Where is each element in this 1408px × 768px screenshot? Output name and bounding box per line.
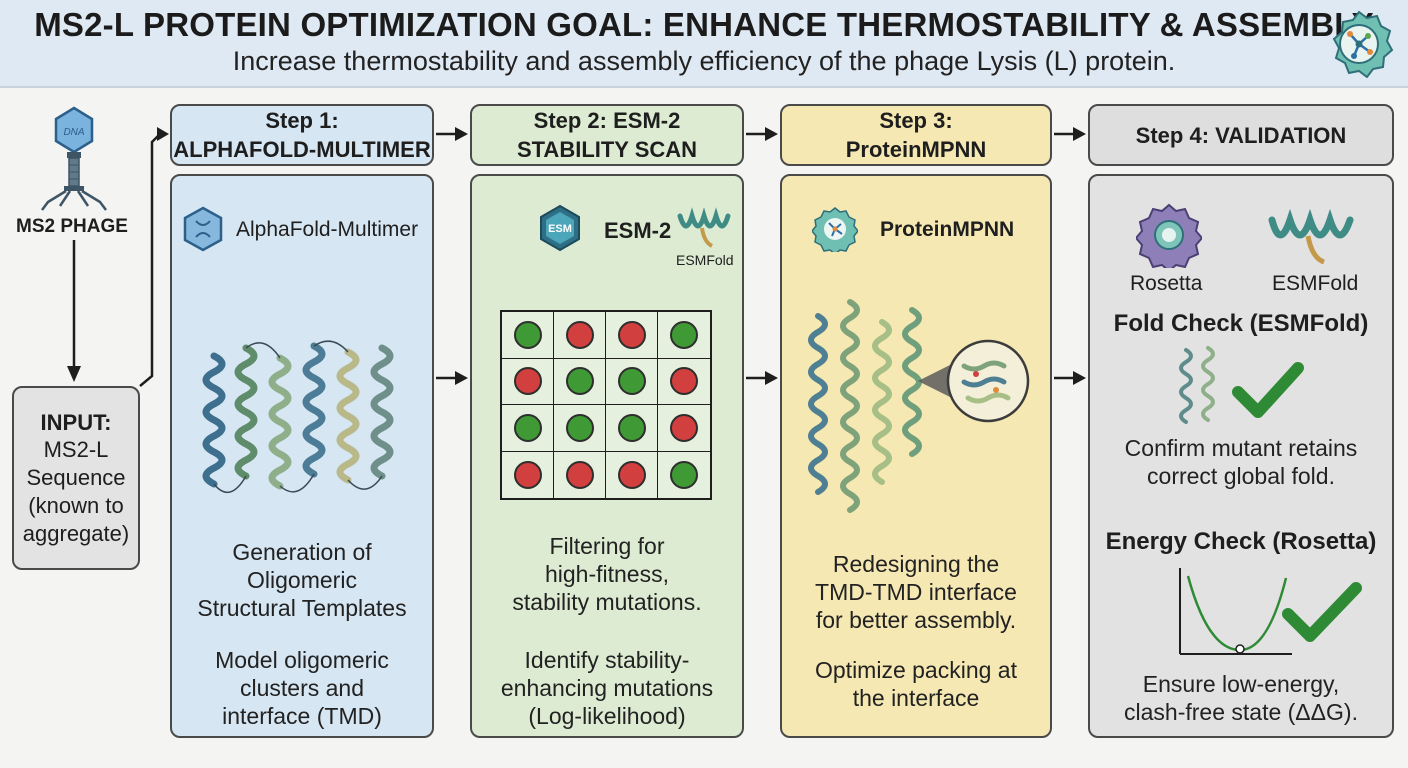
input-to-step1-arrow: [139, 133, 161, 387]
step1-description: Generation of Oligomeric Structural Temp…: [197, 539, 407, 621]
esm-badge-icon: ESM: [540, 204, 580, 252]
header-bar: MS2-L PROTEIN OPTIMIZATION GOAL: ENHANCE…: [0, 0, 1408, 88]
page-title: MS2-L PROTEIN OPTIMIZATION GOAL: ENHANCE…: [34, 6, 1374, 43]
step3-heading-text: Step 3: ProteinMPNN: [845, 108, 987, 162]
step3-heading: Step 3: ProteinMPNN: [780, 104, 1052, 166]
grid-dot-15: [617, 460, 646, 489]
esm-badge-text: ESM: [548, 223, 572, 235]
step4-heading-text: Step 4: VALIDATION: [1135, 122, 1347, 148]
grid-cell-10: [554, 405, 606, 452]
step3-panel: ProteinMPNN Redesigning the TMD-TMD inte…: [780, 174, 1052, 738]
step1-detail: Model oligomeric clusters and interface …: [215, 647, 389, 729]
fold-check-description: Confirm mutant retains correct global fo…: [1124, 435, 1358, 489]
grid-dot-4: [670, 320, 698, 349]
step1-panel: AlphaFold-Multimer Generation of Oligome…: [170, 174, 434, 738]
grid-cell-11: [606, 405, 658, 452]
fold-check-checkmark-icon: [1232, 362, 1304, 418]
step3-detail: Optimize packing at the interface: [815, 657, 1017, 711]
step2-heading-text: Step 2: ESM-2 STABILITY SCAN: [516, 108, 698, 162]
step4-heading: Step 4: VALIDATION: [1088, 104, 1394, 166]
phage-to-input-arrow: [67, 240, 81, 382]
esmfold-helix-icon-2: [1268, 208, 1354, 265]
step2-tool-label: ESM-2: [604, 218, 672, 243]
alphafold-hex-icon: [183, 206, 223, 252]
input-title: INPUT:: [40, 410, 112, 435]
grid-dot-13: [513, 460, 542, 489]
step2-heading: Step 2: ESM-2 STABILITY SCAN: [470, 104, 744, 166]
step3-description: Redesigning the TMD-TMD interface for be…: [815, 551, 1017, 633]
grid-dot-10: [565, 413, 594, 442]
phage-label: MS2 PHAGE: [16, 216, 128, 237]
step4-tool-rosetta: Rosetta: [1130, 272, 1203, 295]
rosetta-gear-icon: [1136, 203, 1202, 268]
grid-cell-15: [606, 451, 658, 498]
oligomer-helix-bundle-icon: [202, 340, 394, 493]
energy-check-checkmark-icon: [1282, 582, 1362, 642]
grid-cell-7: [606, 358, 658, 405]
grid-dot-6: [565, 367, 594, 396]
tmd-interface-zoom-icon: [808, 299, 1030, 513]
grid-cell-3: [606, 312, 658, 359]
grid-cell-1: [502, 312, 554, 359]
mutation-grid: [500, 310, 712, 500]
energy-check-description: Ensure low-energy, clash-free state (ΔΔG…: [1124, 671, 1358, 725]
grid-cell-12: [658, 405, 710, 452]
grid-cell-13: [502, 451, 554, 498]
step3-tool-label: ProteinMPNN: [880, 218, 1015, 241]
grid-dot-14: [565, 460, 594, 489]
grid-cell-5: [502, 358, 554, 405]
ms2-phage-icon: DNA: [41, 106, 107, 211]
grid-dot-1: [513, 320, 542, 349]
input-to-step1-arrowhead: [157, 127, 169, 141]
step4-tool-esmfold: ESMFold: [1272, 272, 1359, 295]
step4-panel: Rosetta ESMFold Fold Check (ESMFold) Con…: [1088, 174, 1394, 738]
step1-heading-text: Step 1: ALPHAFOLD-MULTIMER: [173, 108, 431, 162]
step2-description: Filtering for high-fitness, stability mu…: [512, 533, 702, 615]
protein-brain-logo-icon: [1332, 10, 1394, 78]
step2-subtool-label: ESMFold: [676, 252, 734, 268]
grid-dot-3: [617, 320, 646, 349]
grid-cell-6: [554, 358, 606, 405]
grid-cell-14: [554, 451, 606, 498]
grid-dot-7: [617, 367, 646, 396]
grid-cell-8: [658, 359, 710, 405]
grid-dot-9: [513, 413, 542, 442]
fold-check-title: Fold Check (ESMFold): [1113, 310, 1369, 337]
grid-cell-2: [554, 312, 606, 359]
grid-dot-16: [670, 460, 698, 489]
grid-dot-2: [565, 320, 594, 349]
step1-heading: Step 1: ALPHAFOLD-MULTIMER: [170, 104, 434, 166]
grid-dot-11: [617, 413, 646, 442]
grid-dot-12: [670, 413, 698, 442]
step2-detail: Identify stability- enhancing mutations …: [500, 647, 714, 729]
grid-cell-9: [502, 405, 554, 452]
energy-curve-plot: [1179, 568, 1292, 655]
fold-check-helix-icon: [1179, 346, 1215, 424]
proteinmpnn-gear-icon: [812, 207, 858, 252]
grid-dot-8: [670, 367, 698, 396]
esmfold-helix-icon: [677, 207, 731, 248]
page-subtitle: Increase thermostability and assembly ef…: [232, 46, 1176, 76]
grid-cell-16: [658, 452, 710, 499]
phage-dna-label: DNA: [63, 127, 84, 138]
input-box: INPUT: MS2-L Sequence (known to aggregat…: [12, 386, 140, 570]
step2-panel: ESM ESM-2 ESMFold Filtering for high-fit…: [470, 174, 744, 738]
grid-dot-5: [513, 367, 542, 396]
grid-cell-4: [658, 312, 710, 359]
input-text: MS2-L Sequence (known to aggregate): [22, 437, 130, 546]
energy-check-title: Energy Check (Rosetta): [1105, 528, 1377, 555]
step1-tool-label: AlphaFold-Multimer: [236, 218, 419, 241]
